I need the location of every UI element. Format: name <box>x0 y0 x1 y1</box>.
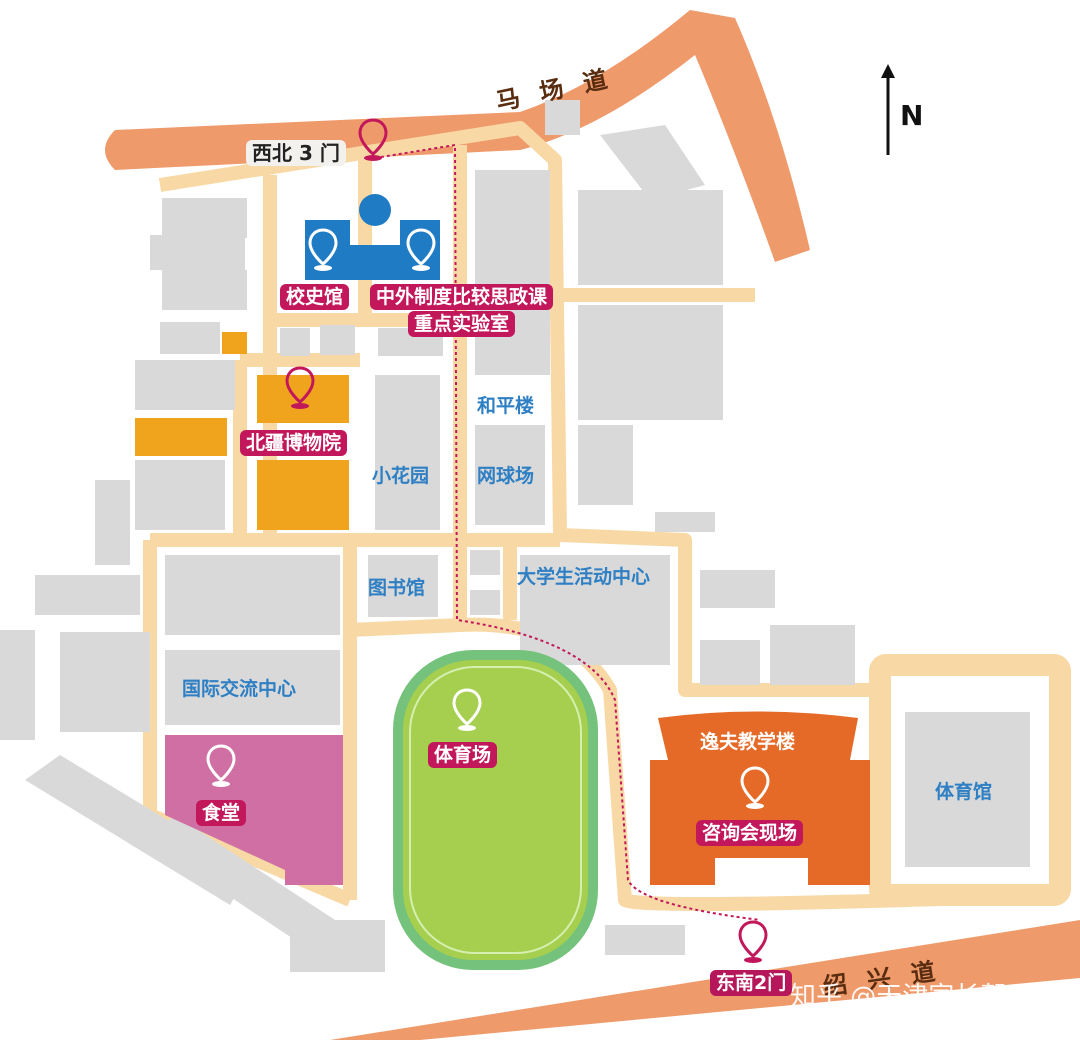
marker-label-history-museum: 校史馆 <box>280 284 350 310</box>
north-label: N <box>900 99 923 132</box>
marker-label-consult-venue: 咨询会现场 <box>696 820 804 846</box>
canteen-building <box>165 735 343 885</box>
buildings <box>0 100 1030 972</box>
marker-label-canteen: 食堂 <box>196 800 247 826</box>
place-label-library: 图书馆 <box>368 576 425 599</box>
route-line <box>374 143 761 921</box>
gym-path-ring <box>869 654 1071 906</box>
watermark: 知乎 @天津家长帮 <box>790 982 1006 1012</box>
gate-label-southeast: 东南2门 <box>710 970 793 996</box>
place-label-activity-center: 大学生活动中心 <box>517 565 650 588</box>
stadium-field <box>409 666 582 954</box>
beijiang-museum-west <box>135 418 227 456</box>
place-label-intl-center: 国际交流中心 <box>182 677 296 700</box>
location-pin-icon <box>206 744 236 787</box>
place-label-garden: 小花园 <box>372 464 429 487</box>
place-label-yifu: 逸夫教学楼 <box>700 730 795 753</box>
place-label-gym: 体育馆 <box>935 780 992 803</box>
gate-label-northwest: 西北 3 门 <box>246 140 346 166</box>
museum-annex <box>222 332 247 354</box>
north-arrow-icon <box>881 64 895 155</box>
campus-paths <box>143 121 1061 911</box>
location-pin-icon <box>740 766 770 809</box>
location-pin-icon <box>308 228 338 271</box>
location-pin-icon <box>358 118 388 161</box>
marker-label-lab-line1: 中外制度比较思政课 <box>370 284 554 310</box>
road-shaoxing <box>330 920 1080 1040</box>
location-pin-icon <box>738 920 768 963</box>
location-pin-icon <box>406 228 436 271</box>
marker-label-stadium: 体育场 <box>428 742 498 768</box>
history-museum-dome <box>359 194 391 226</box>
location-pin-icon <box>452 688 482 731</box>
marker-label-beijiang-museum: 北疆博物院 <box>240 430 348 456</box>
place-label-tennis: 网球场 <box>477 464 534 487</box>
history-museum-building <box>305 220 440 280</box>
stadium-track <box>393 650 598 970</box>
beijiang-museum-south <box>257 460 349 530</box>
location-pin-icon <box>285 366 315 409</box>
place-label-heping: 和平楼 <box>477 394 534 417</box>
marker-label-lab-line2: 重点实验室 <box>408 311 516 337</box>
